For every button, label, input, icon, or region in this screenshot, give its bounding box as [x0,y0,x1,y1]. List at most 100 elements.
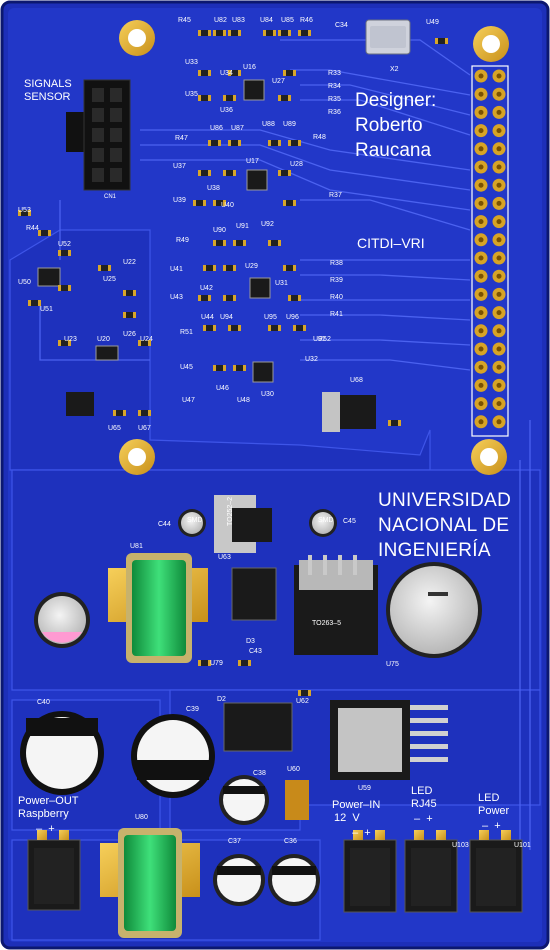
smd-pad [233,295,236,301]
smd-pad [123,410,126,416]
refdes-label: U79 [210,660,223,667]
smd-component [100,265,109,271]
smd-pad [148,410,151,416]
refdes-label: R40 [330,294,343,301]
smd-pad [298,30,301,36]
refdes-label: U46 [216,385,229,392]
smd-pad [198,30,201,36]
smd-pad [208,660,211,666]
electrolytic-capacitors [20,509,482,906]
refdes-label: U28 [290,161,303,168]
smd-pad [138,340,141,346]
header-pin-hole [496,419,502,425]
header-pin-hole [478,73,484,79]
smd-pad [58,340,61,346]
header-pin-hole [496,164,502,170]
smd-component [437,38,446,44]
smd-pad [108,265,111,271]
header-pin-hole [496,364,502,370]
header-pin-hole [478,273,484,279]
header-pin-hole [478,219,484,225]
refdes-label: U101 [514,842,531,849]
smd-pad [203,200,206,206]
designer-last-name: Raucana [355,140,432,161]
header-pin-hole [478,200,484,206]
smd-component [225,295,234,301]
smd-pad [138,410,141,416]
refdes-label: U89 [283,121,296,128]
rj45-label: RJ45 [411,798,437,810]
smd-component [300,690,309,696]
power-in-label: Power–IN [332,799,381,811]
smd-pad [233,95,236,101]
smd-component [270,140,279,146]
refdes-label: U34 [220,70,233,77]
smd-pad [198,295,201,301]
refdes-label: U24 [140,336,153,343]
smd-component [215,200,224,206]
smd-component [295,325,304,331]
refdes-label: U91 [236,223,249,230]
smd-pad [223,170,226,176]
header-pin-hole [478,310,484,316]
cn1-label: CN1 [104,194,117,200]
header-pin-hole [478,237,484,243]
header-pin-hole [496,291,502,297]
smd-pad [288,295,291,301]
refdes-label: R49 [176,237,189,244]
refdes-label: U68 [350,377,363,384]
smd-component [240,660,249,666]
header-pin-hole [496,182,502,188]
smd-component [285,70,294,76]
smd-pad [208,70,211,76]
smd-pad [218,140,221,146]
smd-component [280,170,289,176]
smd-pad [278,325,281,331]
smd-pad [223,200,226,206]
header-pin-hole [478,91,484,97]
refdes-label: U45 [180,364,193,371]
refdes-label: C38 [253,770,266,777]
smd-pad [238,325,241,331]
header-pin-hole [496,219,502,225]
smd-pad [213,265,216,271]
smd-pad [28,300,31,306]
refdes-label: R41 [330,311,343,318]
smd-pad [48,230,51,236]
refdes-label: C45 [343,518,356,525]
smd-pad [303,325,306,331]
smd-component [390,420,399,426]
refdes-label: C36 [284,838,297,845]
header-pin-hole [478,128,484,134]
smd-pad [308,30,311,36]
refdes-label: R36 [328,109,341,116]
smd-component [290,140,299,146]
smd-pad [123,290,126,296]
refdes-label: C34 [335,22,348,29]
smd-pad [298,690,301,696]
chip-marking: SMD [318,517,334,524]
smd-pad [213,200,216,206]
smd-component [125,290,134,296]
smd-pad [238,70,241,76]
chip-marking: X2 [390,66,399,73]
refdes-label: U22 [123,259,136,266]
refdes-label: U63 [218,554,231,561]
ic-chips [37,19,448,820]
led-rj45-polarity: – + [414,813,433,825]
smd-pad [223,295,226,301]
refdes-label: U97 [313,336,326,343]
refdes-label: U43 [170,294,183,301]
refdes-label: U37 [173,163,186,170]
refdes-label: R38 [330,260,343,267]
header-pin-hole [478,401,484,407]
refdes-label: U29 [245,263,258,270]
smd-pad [223,240,226,246]
header-pin-hole [496,237,502,243]
refdes-label: U83 [232,17,245,24]
smd-pad [238,30,241,36]
smd-pad [288,30,291,36]
smd-pad [18,210,21,216]
smd-pad [98,265,101,271]
